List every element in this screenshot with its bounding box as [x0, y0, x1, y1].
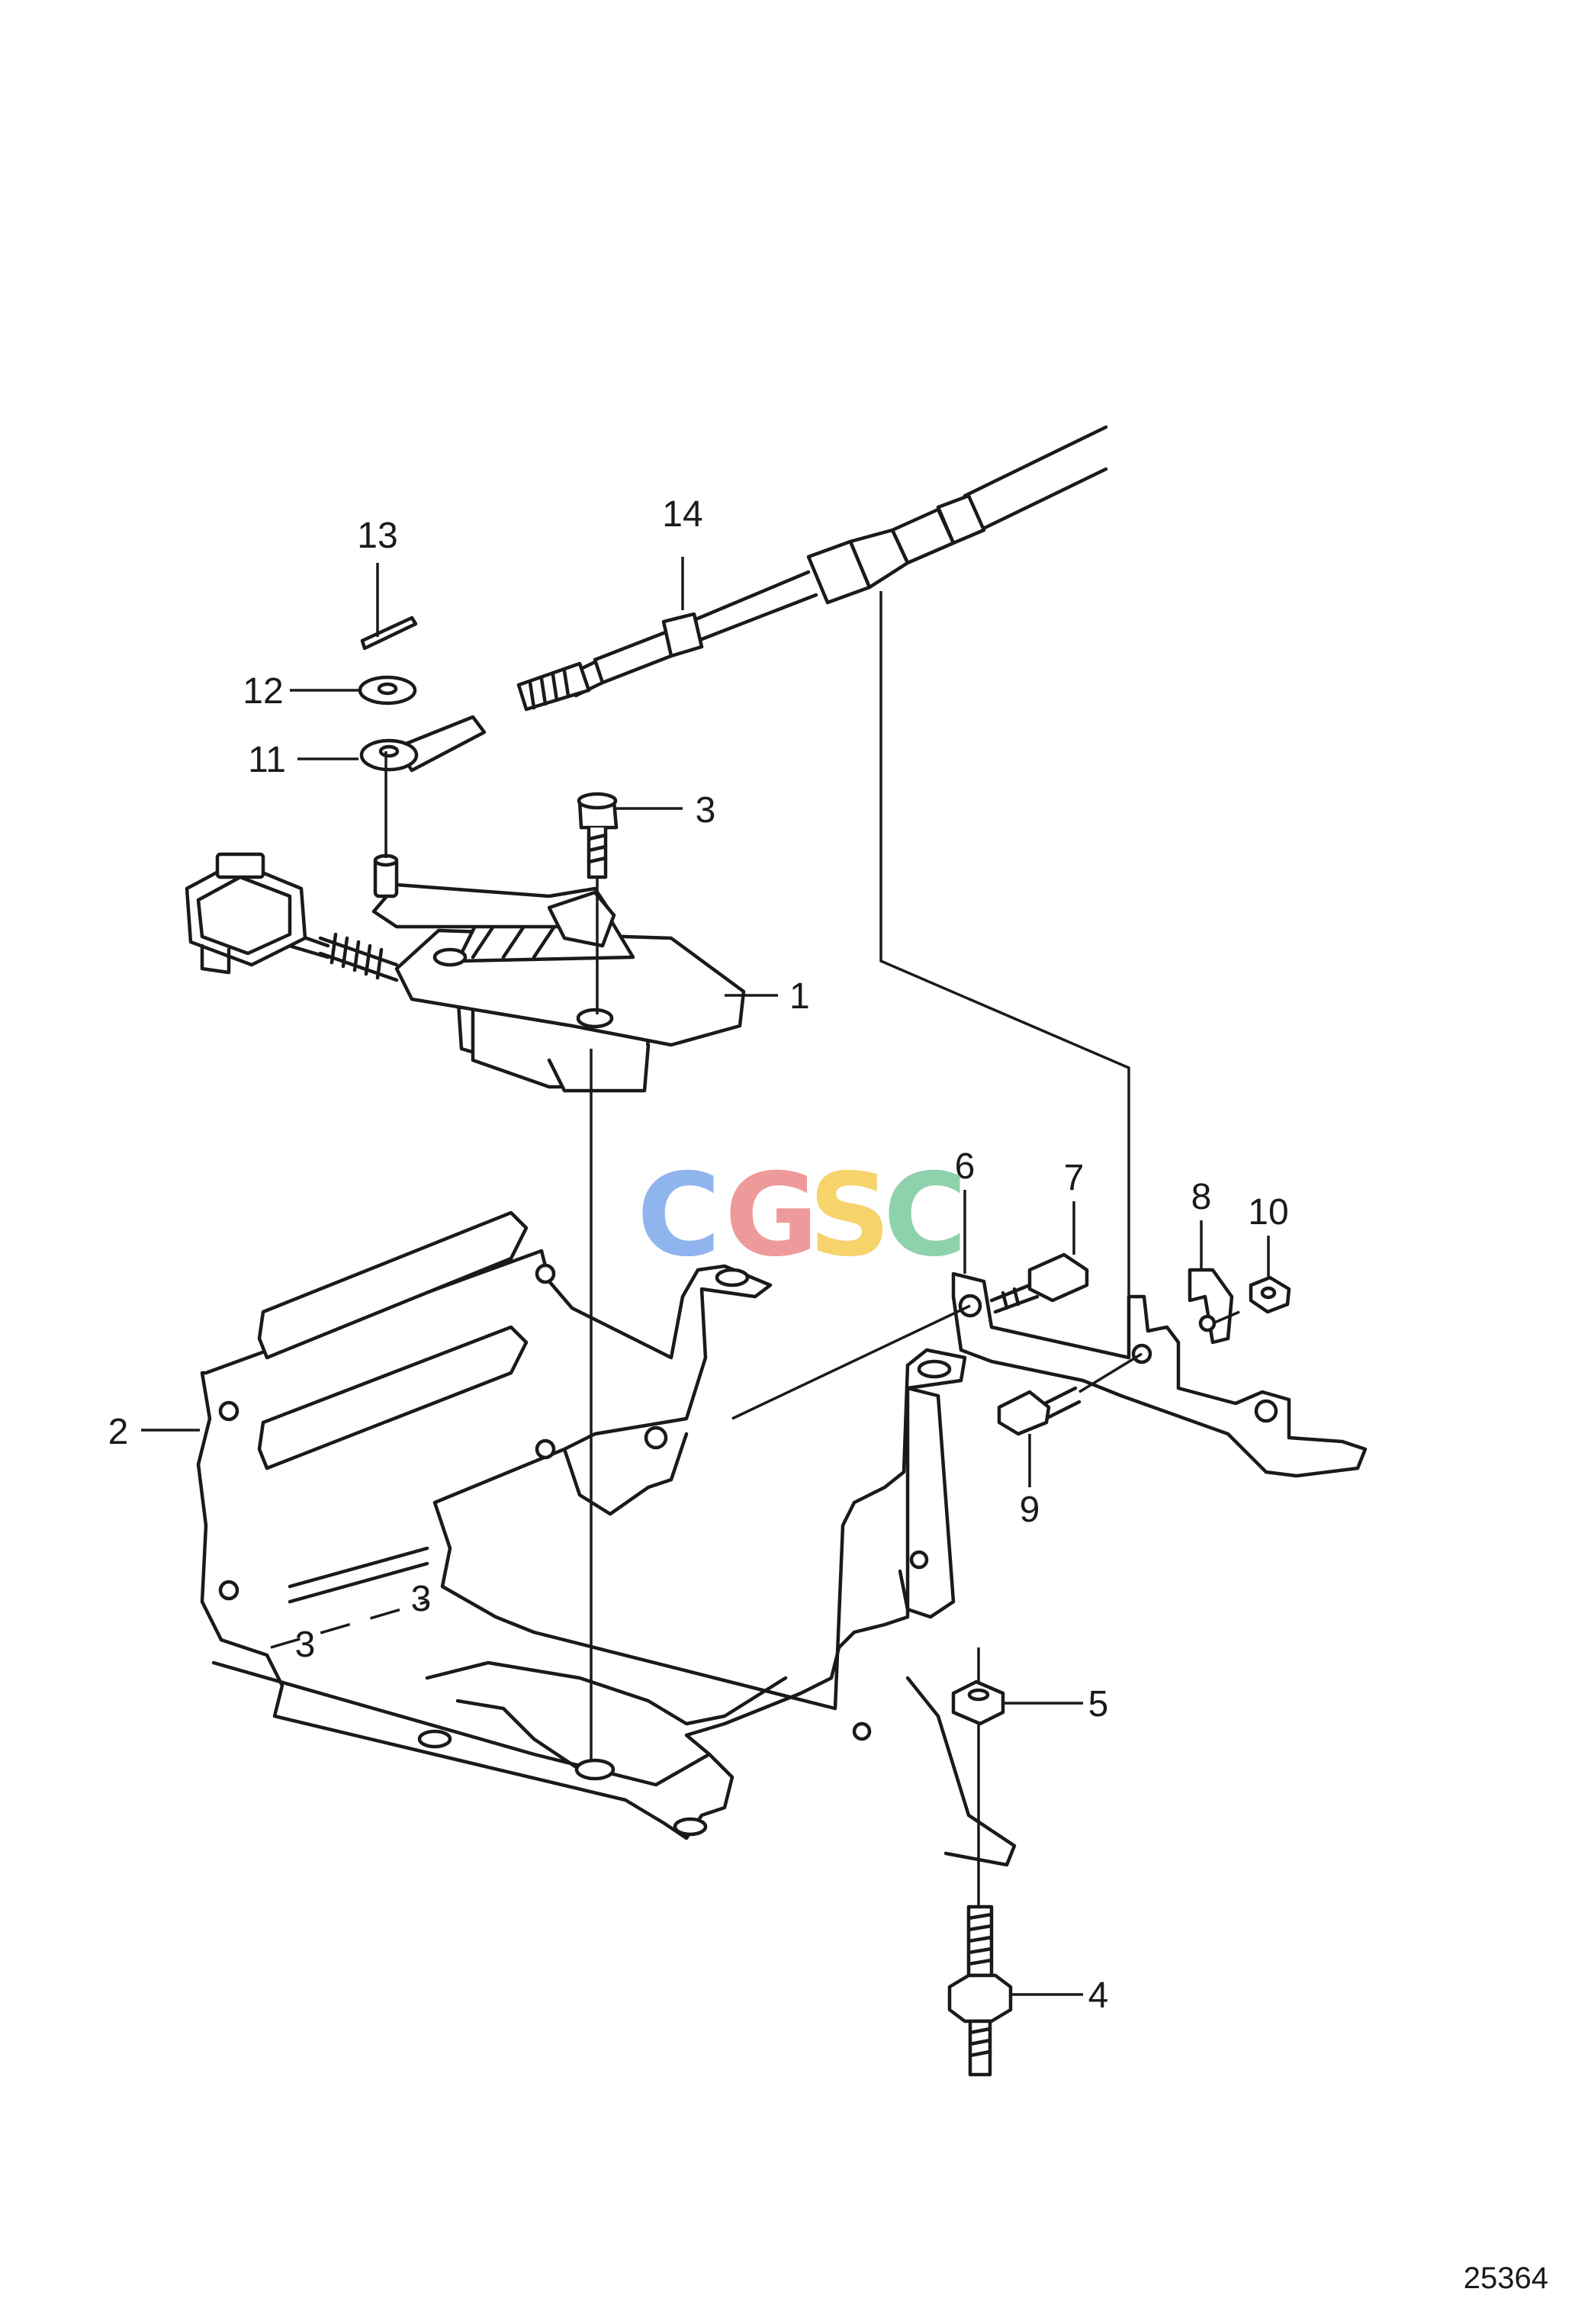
- callout-2: 2: [108, 1412, 129, 1452]
- cable-clamp: [1188, 1268, 1234, 1345]
- callout-10: 10: [1248, 1192, 1288, 1233]
- nut-10: [1249, 1275, 1291, 1314]
- stud-4: [947, 1905, 1013, 2077]
- watermark-letter-s: S: [808, 1149, 891, 1282]
- bolt-9: [997, 1386, 1082, 1436]
- callout-13: 13: [357, 516, 397, 556]
- callout-8: 8: [1191, 1177, 1212, 1217]
- watermark-letter-c1: C: [637, 1149, 721, 1282]
- callout-3-mid: 3: [411, 1579, 432, 1619]
- leader-lines: [141, 557, 1270, 1996]
- figure-number: 25364: [1464, 2261, 1548, 2295]
- callout-14: 14: [662, 494, 702, 535]
- watermark-logo: C G S C: [637, 1149, 967, 1282]
- bolt-top: [577, 792, 619, 879]
- watermark-letter-c2: C: [883, 1149, 967, 1282]
- callout-3-top: 3: [696, 790, 716, 831]
- callout-9: 9: [1020, 1490, 1040, 1530]
- callouts: 13 12 11 14 3 1 2 6 7 8 10 9 3 3 5 4: [108, 494, 1289, 2016]
- bolt-7: [989, 1252, 1089, 1314]
- callout-3-low: 3: [295, 1625, 316, 1665]
- assembly-lines: [270, 591, 1240, 1907]
- washer: [358, 675, 417, 706]
- shift-cable: [516, 425, 1108, 712]
- callout-12: 12: [243, 671, 283, 712]
- cable-bracket: [951, 1271, 1368, 1478]
- callout-6: 6: [955, 1146, 976, 1187]
- callout-11: 11: [248, 740, 286, 780]
- callout-7: 7: [1064, 1158, 1085, 1198]
- cotter-pin: [360, 616, 418, 651]
- nut-5: [951, 1680, 1005, 1726]
- callout-4: 4: [1088, 1975, 1109, 2016]
- callout-5: 5: [1088, 1684, 1109, 1725]
- watermark-letter-g: G: [725, 1149, 818, 1282]
- main-bracket: [196, 1210, 1017, 1867]
- callout-1: 1: [789, 976, 810, 1017]
- rod-end: [359, 715, 487, 773]
- shift-actuator: [185, 852, 746, 1093]
